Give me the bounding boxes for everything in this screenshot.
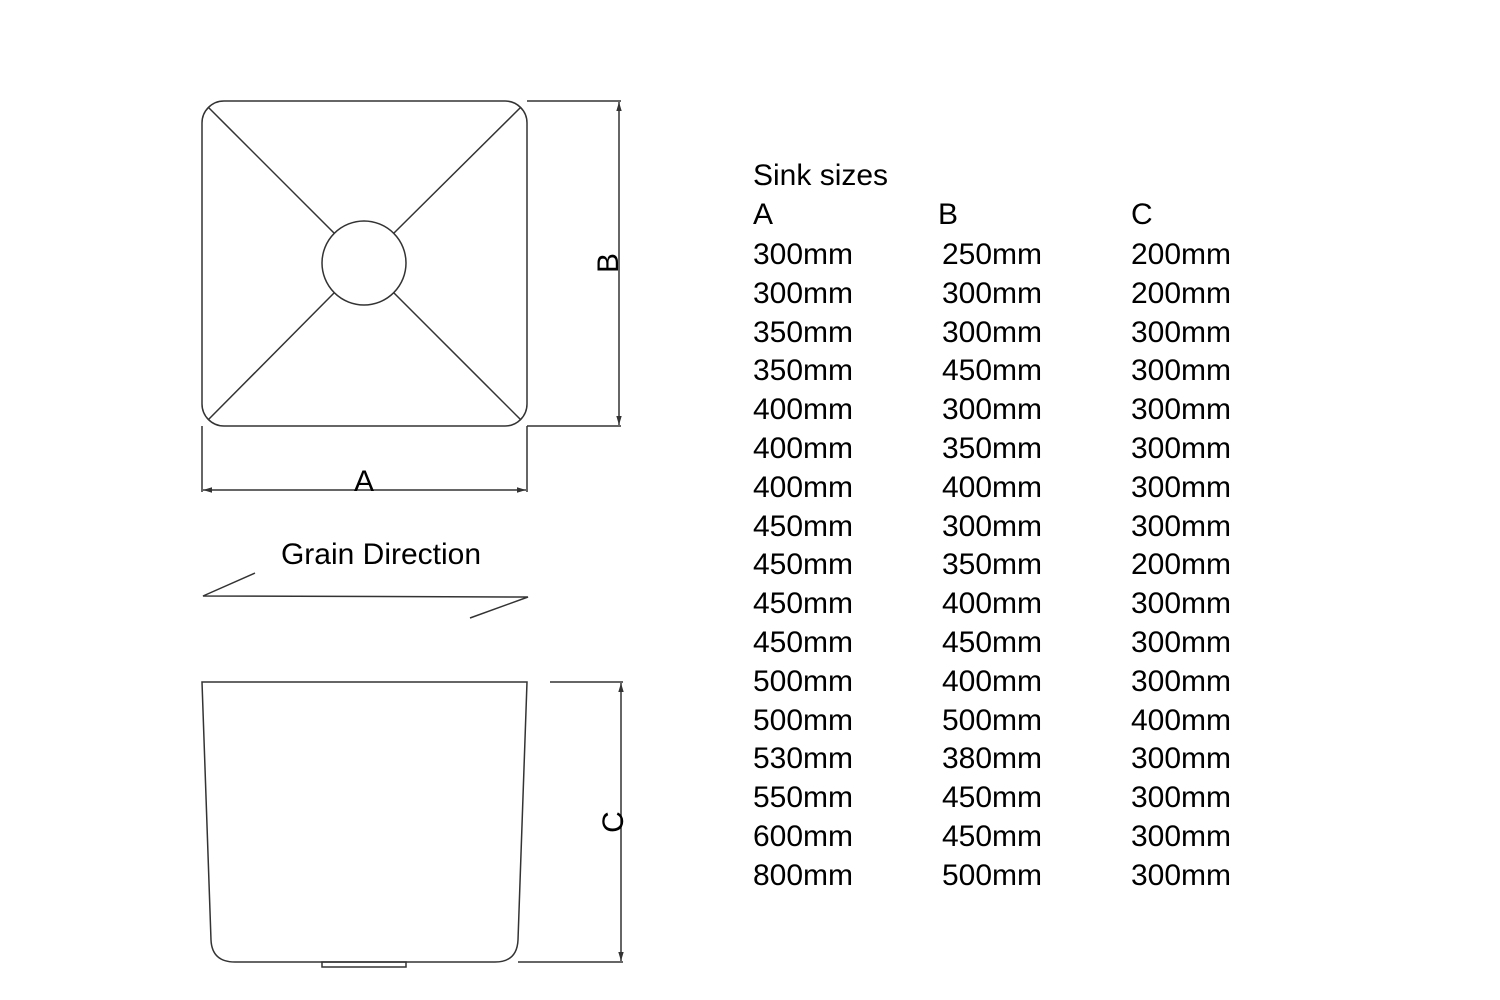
cell-b: 350mm	[942, 432, 1043, 465]
cell-b: 350mm	[942, 548, 1043, 582]
side-view	[201, 681, 528, 968]
cell-c: 400mm	[1131, 703, 1232, 737]
diagonal-line	[393, 292, 522, 421]
cell-b: 250mm	[942, 238, 1043, 271]
header-a: A	[753, 198, 774, 231]
cell-c: 300mm	[1131, 587, 1232, 621]
diagonal-line	[207, 106, 335, 234]
cell-c: 300mm	[1131, 820, 1232, 853]
dimension-c	[518, 681, 624, 963]
cell-c: 300mm	[1131, 470, 1232, 504]
cell-a: 400mm	[753, 393, 854, 427]
cell-a: 400mm	[753, 470, 854, 504]
cell-a: 550mm	[753, 781, 854, 815]
cell-a: 350mm	[753, 354, 854, 388]
diagonal-line	[207, 292, 335, 421]
dimension-b-label: B	[592, 253, 625, 273]
cell-a: 450mm	[753, 587, 854, 621]
cell-b: 450mm	[942, 354, 1043, 388]
cell-b: 300mm	[942, 276, 1043, 310]
dimension-b	[527, 100, 622, 427]
cell-a: 800mm	[753, 858, 854, 892]
cell-a: 300mm	[753, 276, 854, 310]
cell-a: 500mm	[753, 664, 854, 698]
cell-b: 450mm	[942, 781, 1043, 815]
cell-b: 500mm	[942, 858, 1043, 892]
cell-c: 300mm	[1131, 626, 1232, 659]
cell-a: 350mm	[753, 315, 854, 349]
table-title: Sink sizes	[753, 159, 889, 192]
cell-b: 400mm	[942, 470, 1043, 504]
cell-c: 300mm	[1131, 354, 1232, 388]
cell-c: 300mm	[1131, 393, 1232, 427]
cell-b: 380mm	[942, 742, 1043, 776]
cell-a: 600mm	[753, 820, 854, 853]
header-c: C	[1131, 198, 1153, 231]
cell-b: 300mm	[942, 393, 1043, 427]
dimension-a-label: A	[354, 465, 374, 498]
cell-c: 300mm	[1131, 664, 1232, 698]
cell-c: 200mm	[1131, 548, 1232, 582]
cell-b: 450mm	[942, 626, 1043, 659]
cell-c: 200mm	[1131, 276, 1232, 310]
cell-a: 400mm	[753, 432, 854, 465]
dimension-a	[201, 426, 528, 493]
cell-b: 450mm	[942, 820, 1043, 853]
cell-a: 450mm	[753, 626, 854, 659]
diagonal-line	[393, 106, 522, 234]
cell-a: 530mm	[753, 742, 854, 776]
cell-b: 300mm	[942, 315, 1043, 349]
cell-a: 300mm	[753, 238, 854, 271]
cell-c: 300mm	[1131, 432, 1232, 465]
cell-a: 450mm	[753, 548, 854, 582]
cell-c: 300mm	[1131, 315, 1232, 349]
cell-c: 300mm	[1131, 509, 1232, 543]
drain-hole	[321, 220, 407, 306]
drain-outlet	[321, 961, 407, 968]
grain-direction-label: Grain Direction	[281, 538, 481, 571]
cell-c: 200mm	[1131, 238, 1232, 271]
sink-outline-side	[201, 681, 528, 963]
cell-a: 500mm	[753, 703, 854, 737]
cell-b: 400mm	[942, 587, 1043, 621]
dimension-c-label: C	[597, 811, 630, 833]
cell-a: 450mm	[753, 509, 854, 543]
cell-b: 300mm	[942, 509, 1043, 543]
cell-c: 300mm	[1131, 858, 1232, 892]
cell-c: 300mm	[1131, 781, 1232, 815]
cell-c: 300mm	[1131, 742, 1232, 776]
sink-outline-top	[201, 100, 528, 427]
header-b: B	[938, 198, 959, 231]
cell-b: 400mm	[942, 664, 1043, 698]
grain-direction-arrow	[202, 572, 529, 619]
top-view	[201, 100, 528, 427]
cell-b: 500mm	[942, 703, 1043, 737]
